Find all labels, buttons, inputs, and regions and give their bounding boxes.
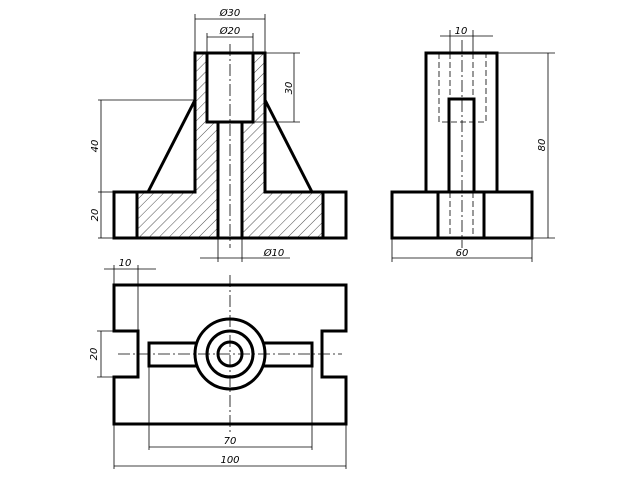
side-dimension-lines xyxy=(391,30,555,262)
dim-height-80: 80 xyxy=(537,139,548,152)
dim-diameter-20: Ø20 xyxy=(219,25,241,37)
dim-height-40: 40 xyxy=(90,140,101,153)
side-view: 10 80 60 xyxy=(390,26,555,262)
dim-height-30: 30 xyxy=(284,82,295,95)
dim-height-20: 20 xyxy=(90,209,101,222)
hatching xyxy=(137,53,323,238)
dim-notch-10: 10 xyxy=(119,258,132,269)
dim-diameter-30: Ø30 xyxy=(219,7,241,19)
dim-diameter-10: Ø10 xyxy=(263,247,285,259)
dim-notch-20: 20 xyxy=(89,348,100,361)
dim-width-60: 60 xyxy=(456,248,469,259)
top-dimension-lines xyxy=(97,265,347,469)
dim-width-10: 10 xyxy=(455,26,468,37)
front-view-section: Ø30 Ø20 30 40 20 Ø10 xyxy=(90,7,348,262)
dim-width-70: 70 xyxy=(224,436,237,447)
dimension-lines xyxy=(98,14,300,262)
dim-width-100: 100 xyxy=(220,455,239,466)
top-view: 10 20 70 100 xyxy=(89,258,348,469)
